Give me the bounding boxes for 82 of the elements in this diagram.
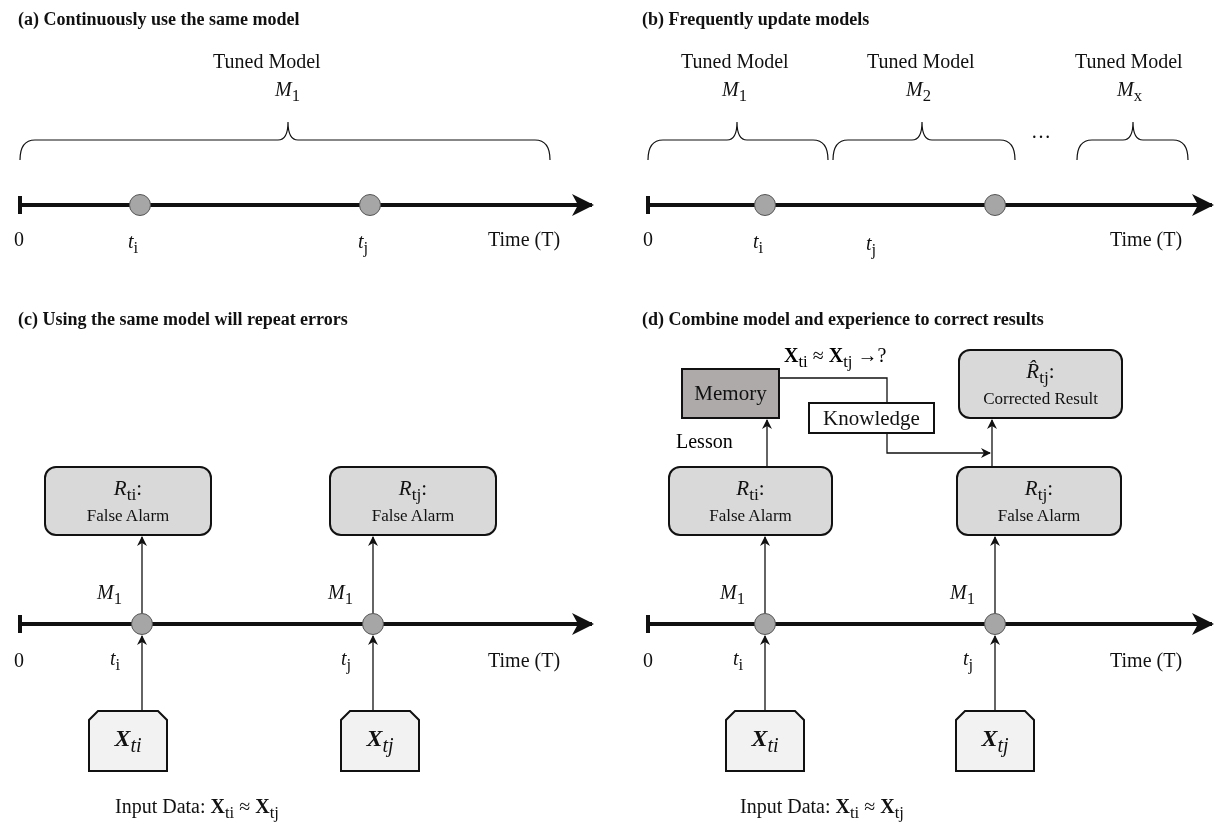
model-label: Tuned Model bbox=[213, 50, 321, 72]
input-data-box bbox=[955, 710, 1035, 772]
result-description: False Alarm bbox=[709, 505, 792, 526]
arrow bbox=[368, 635, 378, 711]
arrow bbox=[990, 536, 1000, 614]
ellipsis: … bbox=[1031, 120, 1051, 142]
arrow bbox=[368, 536, 378, 614]
result-description: Corrected Result bbox=[983, 388, 1098, 409]
model-symbol: M$_{1}$ bbox=[722, 78, 747, 106]
time-symbol: t$_{i}$ bbox=[128, 230, 139, 258]
input-data-symbol: X$_{tj}$ bbox=[981, 725, 1009, 757]
result-box bbox=[956, 466, 1122, 536]
time-symbol: t$_{j}$ bbox=[866, 232, 877, 260]
origin-label: 0 bbox=[14, 649, 24, 671]
axis-label: Time (T) bbox=[488, 228, 561, 250]
input-data-box bbox=[340, 710, 420, 772]
time-symbol: t$_{i}$ bbox=[110, 647, 121, 675]
model-symbol: M$_{2}$ bbox=[906, 78, 931, 106]
result-box bbox=[44, 466, 212, 536]
origin-label: 0 bbox=[14, 228, 24, 250]
result-symbol: R$_{tj}$: bbox=[398, 476, 428, 506]
caption-text: Input Data: X$_{ti}$ ≈ X$_{tj}$ bbox=[740, 795, 904, 823]
input-data-box bbox=[88, 710, 168, 772]
timepoint-circle bbox=[984, 194, 1006, 216]
model-symbol: M$_{1}$ bbox=[950, 581, 975, 609]
timepoint-circle bbox=[984, 613, 1006, 635]
panel-title: (d) Combine model and experience to correct results bbox=[642, 310, 1044, 330]
timepoint-circle bbox=[754, 194, 776, 216]
model-symbol: M$_{1}$ bbox=[275, 78, 300, 106]
arrow bbox=[762, 419, 772, 467]
result-box bbox=[958, 349, 1123, 419]
model-label: Tuned Model bbox=[867, 50, 975, 72]
result-description: False Alarm bbox=[86, 505, 170, 526]
arrow bbox=[760, 536, 770, 614]
result-box bbox=[329, 466, 497, 536]
result-symbol: R$_{tj}$: bbox=[1024, 476, 1054, 506]
knowledge-box bbox=[808, 402, 935, 434]
timepoint-circle bbox=[754, 613, 776, 635]
time-symbol: t$_{j}$ bbox=[341, 647, 352, 675]
panel-title: (b) Frequently update models bbox=[642, 10, 870, 30]
arrow bbox=[137, 635, 147, 711]
input-data-symbol: X$_{ti}$ bbox=[751, 725, 779, 757]
result-description: False Alarm bbox=[371, 505, 455, 526]
time-symbol: t$_{i}$ bbox=[753, 230, 764, 258]
panel-title: (a) Continuously use the same model bbox=[18, 10, 300, 30]
result-symbol: R$_{ti}$: bbox=[113, 476, 143, 506]
timepoint-circle bbox=[359, 194, 381, 216]
result-symbol: R$_{ti}$: bbox=[736, 476, 765, 506]
time-symbol: t$_{j}$ bbox=[358, 230, 369, 258]
result-symbol: R̂$_{tj}$: bbox=[1026, 359, 1055, 389]
axis-label: Time (T) bbox=[1110, 649, 1183, 671]
connector-line bbox=[779, 377, 888, 403]
arrow bbox=[987, 419, 997, 467]
timepoint-circle bbox=[362, 613, 384, 635]
caption-text: Input Data: X$_{ti}$ ≈ X$_{tj}$ bbox=[115, 795, 279, 823]
panel-title: (c) Using the same model will repeat errors bbox=[18, 310, 348, 330]
model-symbol: M$_{1}$ bbox=[328, 581, 353, 609]
axis-label: Time (T) bbox=[1110, 228, 1183, 250]
box-title: Knowledge bbox=[823, 405, 920, 431]
box-title: Memory bbox=[694, 381, 767, 406]
timepoint-circle bbox=[131, 613, 153, 635]
arrow bbox=[990, 635, 1000, 711]
memory-box bbox=[681, 368, 780, 419]
arrow bbox=[886, 433, 991, 458]
timepoint-circle bbox=[129, 194, 151, 216]
model-label: Tuned Model bbox=[1075, 50, 1183, 72]
arrow bbox=[137, 536, 147, 614]
input-data-symbol: X$_{tj}$ bbox=[366, 725, 394, 757]
origin-label: 0 bbox=[643, 649, 653, 671]
model-symbol: M$_{x}$ bbox=[1117, 78, 1142, 106]
model-label: Tuned Model bbox=[681, 50, 789, 72]
input-data-box bbox=[725, 710, 805, 772]
time-symbol: t$_{j}$ bbox=[963, 647, 974, 675]
origin-label: 0 bbox=[643, 228, 653, 250]
time-symbol: t$_{i}$ bbox=[733, 647, 744, 675]
arrow bbox=[760, 635, 770, 711]
result-box bbox=[668, 466, 833, 536]
input-data-symbol: X$_{ti}$ bbox=[114, 725, 142, 757]
model-symbol: M$_{1}$ bbox=[720, 581, 745, 609]
model-symbol: M$_{1}$ bbox=[97, 581, 122, 609]
axis-label: Time (T) bbox=[488, 649, 561, 671]
result-description: False Alarm bbox=[997, 505, 1081, 526]
